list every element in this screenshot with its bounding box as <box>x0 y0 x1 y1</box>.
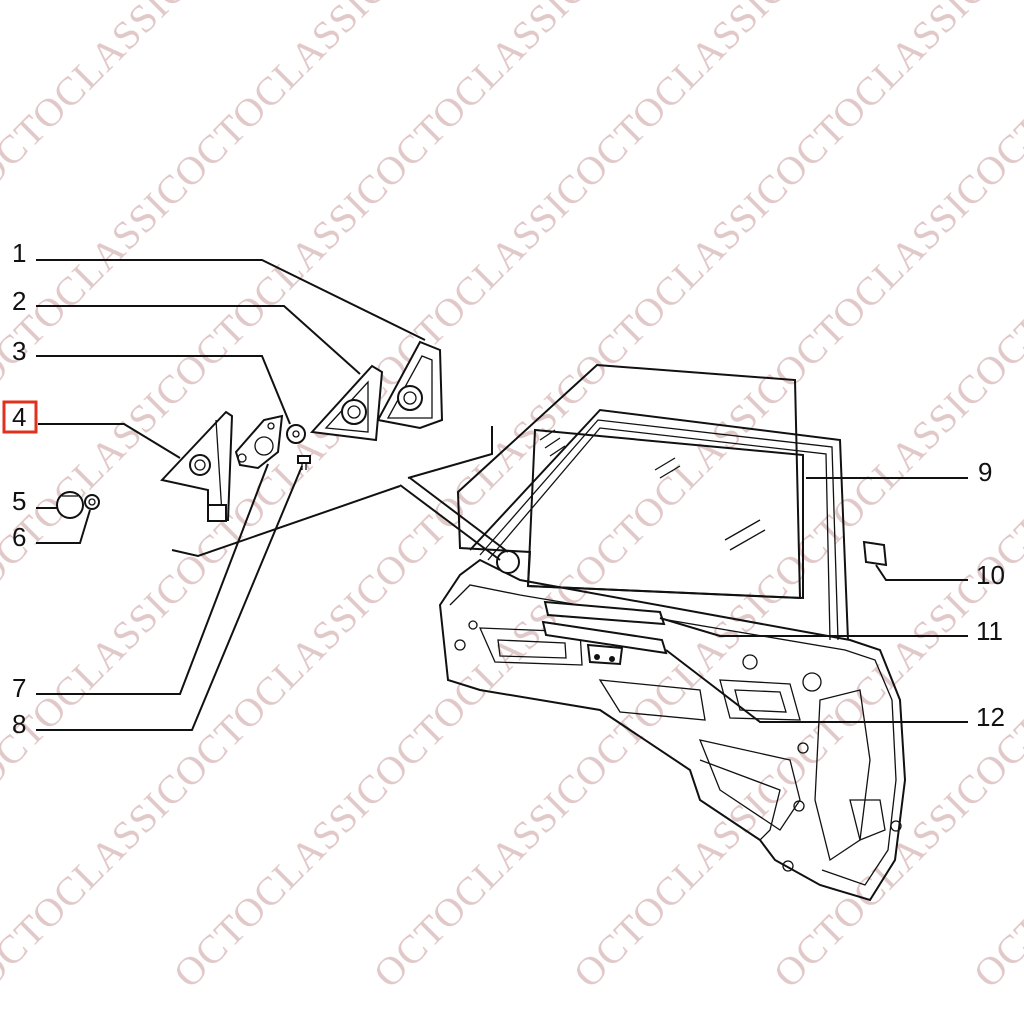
callout-2[interactable]: 2 <box>12 286 26 316</box>
callout-7[interactable]: 7 <box>12 673 26 703</box>
callout-10[interactable]: 10 <box>976 560 1005 590</box>
callout-4[interactable]: 4 <box>12 402 26 432</box>
watermark-text: OCTOCLASSIC <box>365 164 597 396</box>
callout-6[interactable]: 6 <box>12 522 26 552</box>
callout-1[interactable]: 1 <box>12 238 26 268</box>
callout-4-highlight <box>2 400 38 434</box>
door-drawing <box>438 363 907 902</box>
leader-lines <box>36 259 968 731</box>
watermark-text: OCTOCLASSIC <box>565 364 797 596</box>
callout-8[interactable]: 8 <box>12 709 26 739</box>
callout-9[interactable]: 9 <box>978 457 992 487</box>
mirror-frame-part-2 <box>309 364 384 442</box>
callout-5[interactable]: 5 <box>12 486 26 516</box>
watermark-text: OCTOCLASSIC <box>565 764 797 996</box>
callout-labels: 1 2 3 4 5 6 7 8 9 10 11 12 <box>2 238 1005 739</box>
nut-part-6 <box>84 494 100 510</box>
callout-11[interactable]: 11 <box>976 616 1003 646</box>
mirror-triangle-part-4 <box>160 410 234 522</box>
watermark-text: OCTOCLASSIC <box>765 164 997 396</box>
watermark-text: OCTOCLASSIC <box>165 764 397 996</box>
callout-3[interactable]: 3 <box>12 336 26 366</box>
watermark-text: OCTOCLASSIC <box>565 164 797 396</box>
watermark-text: OCTOCLASSIC <box>365 764 597 996</box>
grommet-part-3 <box>286 424 306 444</box>
watermark-text: OCTOCLASSIC <box>965 0 1024 196</box>
watermark-text: OCTOCLASSIC <box>165 164 397 396</box>
cap-part-5 <box>56 491 84 519</box>
watermark-text: OCTOCLASSIC <box>365 564 597 796</box>
mounting-plate-part-7 <box>234 414 284 470</box>
watermark-text: OCTOCLASSIC <box>165 564 397 796</box>
mirror-housing-part-1 <box>376 340 444 430</box>
callout-12[interactable]: 12 <box>976 702 1005 732</box>
detail-zoom-lines <box>171 426 509 561</box>
